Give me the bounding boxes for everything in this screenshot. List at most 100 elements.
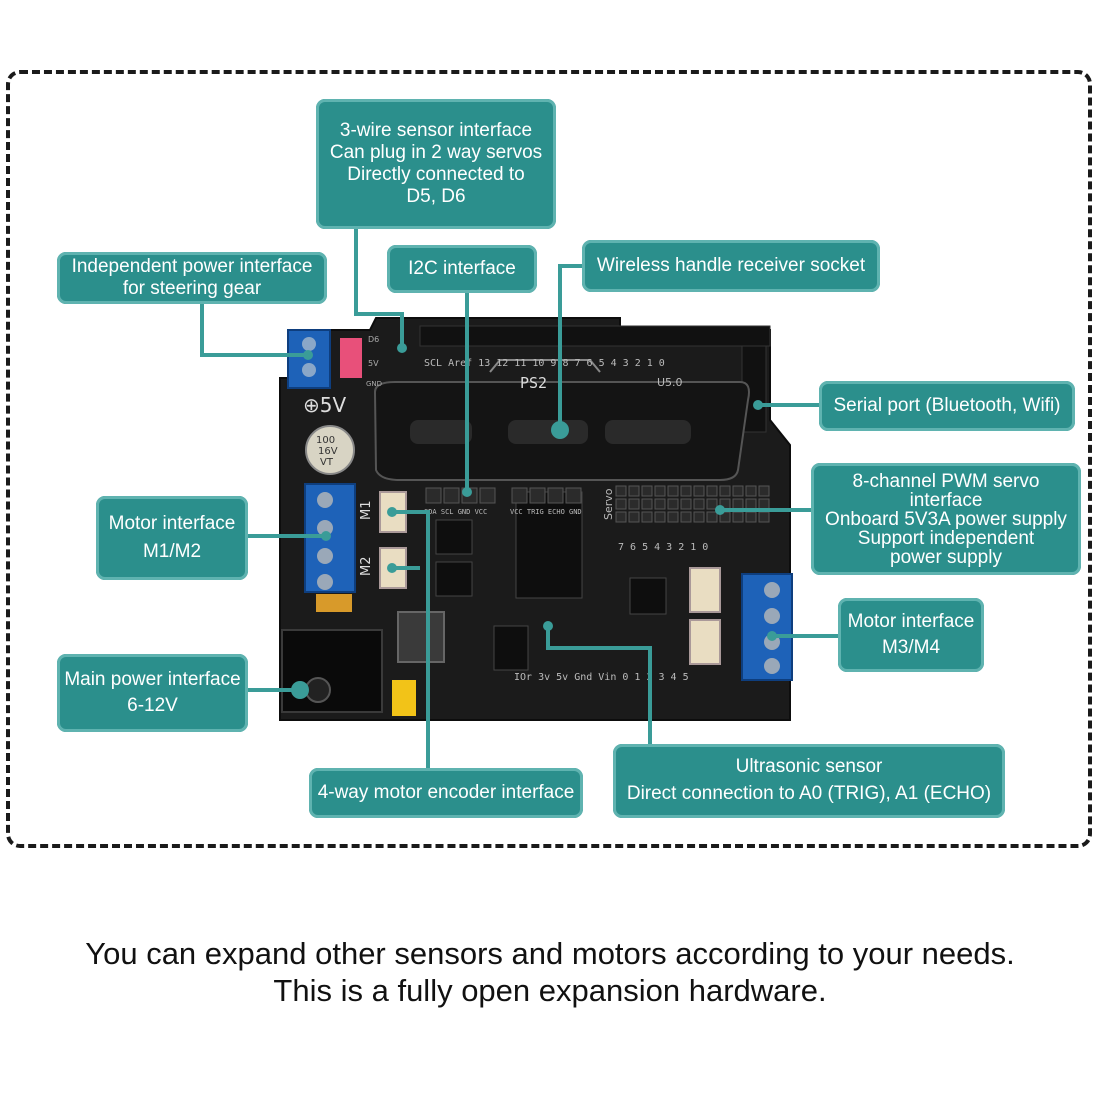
callout-main-power: Main power interface 6-12V [57, 654, 248, 732]
cap-label-1: 100 [316, 435, 335, 446]
chip-main [515, 491, 583, 599]
callout-text: Motor interface [847, 611, 975, 633]
pwm-low-label: 7 6 5 4 3 2 1 0 [618, 542, 708, 553]
header-pin [641, 485, 653, 497]
header-pin [745, 511, 757, 523]
servo-label: Servo [602, 488, 615, 520]
chip-4 [493, 625, 529, 671]
encoder-connector-4 [689, 619, 721, 665]
callout-wireless: Wireless handle receiver socket [582, 240, 880, 292]
s5v-label: 5V [368, 359, 379, 368]
leader-encoder-1 [392, 510, 430, 770]
ultra-pins-label: VCC TRIG ECHO GND [510, 508, 582, 516]
header-bottom-label: IOr 3v 5v Gnd Vin 0 1 2 3 4 5 [514, 672, 689, 683]
callout-text: Can plug in 2 way servos [329, 142, 543, 164]
header-pin [511, 487, 528, 504]
ps2-outline [489, 359, 601, 373]
capacitor [305, 425, 355, 475]
header-pin [732, 511, 744, 523]
m1-label: M1 [359, 501, 374, 521]
header-pin [719, 485, 731, 497]
header-pin [654, 498, 666, 510]
u5-label: U5.0 [657, 376, 683, 389]
inductor [397, 611, 445, 663]
i2c-pins-label: SDA SCL GND VCC [424, 508, 487, 516]
header-pin [758, 511, 770, 523]
ps2-pin-block-2 [508, 420, 588, 444]
header-pin [641, 498, 653, 510]
callout-ultrasonic: Ultrasonic sensor Direct connection to A… [613, 744, 1005, 818]
main-power-jack [281, 629, 383, 713]
ultrasonic-header [511, 487, 582, 504]
jumper-pink [340, 338, 362, 378]
callout-text: 8-channel PWM servo [852, 470, 1040, 492]
header-pin [667, 498, 679, 510]
cap-label-3: VT [320, 457, 334, 468]
header-pin [745, 485, 757, 497]
header-pin [547, 487, 564, 504]
header-pin [706, 511, 718, 523]
header-pin [615, 511, 627, 523]
header-pin [680, 485, 692, 497]
caption-line-2: This is a fully open expansion hardware. [273, 973, 827, 1008]
leader-wireless [558, 264, 585, 430]
callout-i2c: I2C interface [387, 245, 537, 293]
callout-text: Direct connection to A0 (TRIG), A1 (ECHO… [626, 783, 992, 804]
header-pin [693, 498, 705, 510]
header-pin [680, 511, 692, 523]
header-pin [615, 498, 627, 510]
header-pin [706, 485, 718, 497]
top-header [419, 325, 771, 347]
callout-text: Directly connected to [347, 164, 525, 185]
header-pin [628, 498, 640, 510]
leader-lines [200, 228, 838, 770]
orange-component [316, 594, 352, 612]
header-pin [615, 485, 627, 497]
callout-text: I2C interface [408, 258, 516, 280]
ps2-label: PS2 [520, 374, 547, 392]
header-pin [732, 498, 744, 510]
m2-label: M2 [359, 557, 374, 577]
header-pin [479, 487, 496, 504]
header-pin [706, 498, 718, 510]
callout-text: Wireless handle receiver socket [596, 255, 866, 277]
callout-text: Onboard 5V3A power supply [825, 508, 1067, 530]
encoder-connector-3 [689, 567, 721, 613]
leader-dots [291, 343, 777, 699]
callout-encoder: 4-way motor encoder interface [309, 768, 583, 818]
header-pin [628, 485, 640, 497]
yellow-switch [392, 680, 416, 716]
callout-text: for steering gear [122, 278, 262, 299]
callout-motor12: Motor interface M1/M2 [96, 496, 248, 580]
header-pin [641, 511, 653, 523]
header-pin [529, 487, 546, 504]
header-pin [443, 487, 460, 504]
gnd-label: GND [366, 380, 382, 388]
diagram-frame [6, 70, 1092, 848]
callout-steer-power: Independent power interface for steering… [57, 252, 327, 304]
callout-text: Serial port (Bluetooth, Wifi) [833, 395, 1061, 417]
callout-text: power supply [890, 546, 1002, 568]
callout-pwm: 8-channel PWM servo interface Onboard 5V… [811, 463, 1081, 575]
header-top-label: SCL Aref 13 12 11 10 9 8 7 6 5 4 3 2 1 0 [424, 358, 665, 369]
callout-text: Support independent [857, 527, 1035, 549]
callout-text: Main power interface [64, 669, 241, 691]
header-pin [693, 485, 705, 497]
callout-text: interface [909, 489, 983, 511]
callout-text: 4-way motor encoder interface [317, 782, 575, 804]
header-pin [745, 498, 757, 510]
header-pin [758, 485, 770, 497]
header-pin [732, 485, 744, 497]
header-pin [667, 511, 679, 523]
header-pin [654, 485, 666, 497]
callout-text: D5, D6 [406, 185, 466, 207]
d6-label: D6 [368, 335, 379, 344]
callout-text: Ultrasonic sensor [735, 756, 883, 778]
header-pin [693, 511, 705, 523]
callout-serial: Serial port (Bluetooth, Wifi) [819, 381, 1075, 431]
cap-label-2: 16V [318, 446, 338, 457]
leader-sensor3 [354, 228, 404, 348]
callout-motor34: Motor interface M3/M4 [838, 598, 984, 672]
plus5v-label: ⊕5V [303, 393, 346, 417]
